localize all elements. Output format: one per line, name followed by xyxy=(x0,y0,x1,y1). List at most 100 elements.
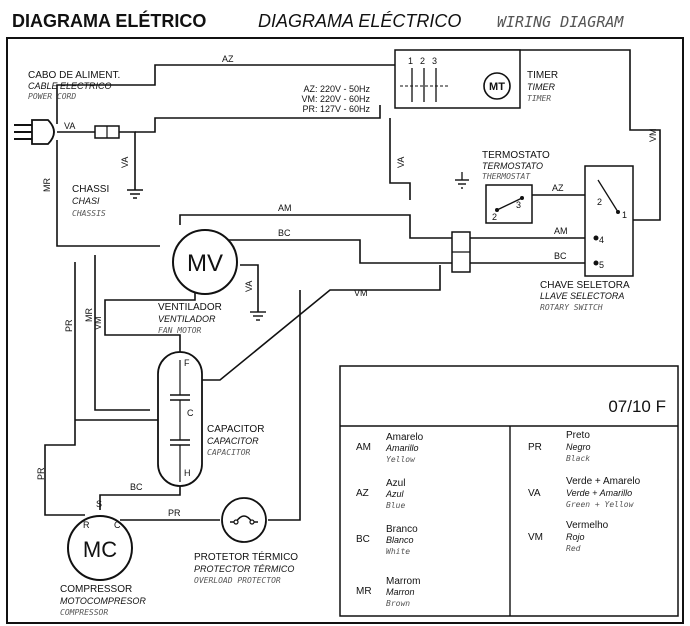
wire-label-mr-plug: MR xyxy=(42,178,52,192)
compressor-icon xyxy=(67,515,133,581)
title-pt: DIAGRAMA ELÉTRICO xyxy=(12,10,206,31)
svg-text:Red: Red xyxy=(566,544,581,553)
protector-label: PROTETOR TÉRMICO xyxy=(194,550,298,563)
svg-text:Blanco: Blanco xyxy=(386,535,414,545)
wire-label-am-selector: AM xyxy=(554,226,568,236)
timer-motor-symbol: MT xyxy=(489,81,505,93)
svg-text:BC: BC xyxy=(356,534,370,545)
timer-contacts xyxy=(400,68,448,102)
timer-motor-icon xyxy=(483,72,511,100)
svg-text:Preto: Preto xyxy=(566,430,590,441)
capacitor-terminal-f: F xyxy=(184,358,190,368)
thermostat-terminal-3: 3 xyxy=(516,200,521,210)
svg-text:VA: VA xyxy=(528,488,541,499)
wire-label-vm-right: VM xyxy=(648,129,658,143)
wire-label-mr-left: MR xyxy=(84,308,94,322)
fan-ground-icon xyxy=(250,311,266,321)
legend-am: AM Amarelo Amarillo Yellow xyxy=(356,432,424,464)
thermostat-label: TERMOSTATO xyxy=(482,150,550,161)
title-es: DIAGRAMA ELÉCTRICO xyxy=(258,11,461,31)
chassis-label: CHASSI xyxy=(72,184,109,195)
title-en: WIRING DIAGRAM xyxy=(497,13,624,31)
timer-label-en: TIMER xyxy=(527,94,551,103)
svg-text:Marron: Marron xyxy=(386,587,415,597)
wire-label-pr-comp-c: PR xyxy=(168,508,181,518)
power-plug xyxy=(14,119,55,145)
wire-labels: AZ VA VA MR VA VM AZ AM AM BC BC VA VM P… xyxy=(36,54,658,518)
compressor-terminal-r: R xyxy=(83,520,90,530)
selector-terminal-4: 4 xyxy=(599,235,604,245)
timer-label: TIMER xyxy=(527,70,558,81)
selector-switch xyxy=(597,179,619,213)
chassis-label-es: CHASI xyxy=(72,196,100,206)
legend-vm: VM Vermelho Rojo Red xyxy=(528,520,609,553)
svg-text:Branco: Branco xyxy=(386,524,418,535)
capacitor-terminal-h: H xyxy=(184,468,191,478)
svg-text:Negro: Negro xyxy=(566,442,591,452)
voltage-note-pr: PR: 127V - 60Hz xyxy=(302,104,370,114)
thermostat-switch xyxy=(496,197,523,211)
svg-text:Marrom: Marrom xyxy=(386,576,420,587)
thermostat-terminal-2: 2 xyxy=(492,212,497,222)
timer-label-es: TIMER xyxy=(527,82,555,92)
selector-box xyxy=(584,165,634,277)
wire-label-va-chassis: VA xyxy=(120,157,130,168)
svg-text:AM: AM xyxy=(356,442,371,453)
voltage-note-az: AZ: 220V - 50Hz xyxy=(303,84,370,94)
wire-label-az-top: AZ xyxy=(222,54,234,64)
svg-text:Amarelo: Amarelo xyxy=(386,432,424,443)
legend-bc: BC Branco Blanco White xyxy=(356,524,418,556)
svg-text:Rojo: Rojo xyxy=(566,532,585,542)
protector-label-en: OVERLOAD PROTECTOR xyxy=(194,576,281,585)
selector-label-es: LLAVE SELECTORA xyxy=(540,291,624,301)
svg-text:Brown: Brown xyxy=(386,599,410,608)
model-code: 07/10 F xyxy=(608,397,666,416)
power-cord-label: CABO DE ALIMENT. xyxy=(28,70,120,81)
wire-label-vm-mid: VM xyxy=(354,288,368,298)
chassis-label-en: CHASSIS xyxy=(72,209,106,218)
svg-text:Green + Yellow: Green + Yellow xyxy=(566,500,635,509)
wire-label-pr-comp: PR xyxy=(36,467,46,480)
legend-mr: MR Marrom Marron Brown xyxy=(356,576,420,608)
wire-label-bc-cap: BC xyxy=(130,482,143,492)
compressor-symbol: MC xyxy=(83,537,117,562)
legend-box xyxy=(339,365,679,617)
wire-label-va-thermo: VA xyxy=(396,157,406,168)
timer-terminal-1: 1 xyxy=(408,56,413,66)
capacitor-label-es: CAPACITOR xyxy=(207,436,259,446)
legend-az: AZ Azul Azul Blue xyxy=(356,478,405,510)
svg-text:Vermelho: Vermelho xyxy=(566,520,609,531)
wire-label-am-fan: AM xyxy=(278,203,292,213)
timer-terminal-2: 2 xyxy=(420,56,425,66)
wire-label-bc-fan: BC xyxy=(278,228,291,238)
svg-text:Blue: Blue xyxy=(386,501,405,510)
capacitor-terminal-c: C xyxy=(187,408,194,418)
svg-text:Azul: Azul xyxy=(385,489,405,499)
fan-motor-symbol: MV xyxy=(187,250,223,277)
wire-label-va-fan: VA xyxy=(244,281,254,292)
svg-text:White: White xyxy=(386,547,410,556)
wire-label-vm-left: VM xyxy=(93,317,103,331)
fan-label-en: FAN MOTOR xyxy=(158,326,202,335)
compressor-label-en: COMPRESSOR xyxy=(60,608,108,617)
svg-text:Verde + Amarillo: Verde + Amarillo xyxy=(566,488,632,498)
svg-text:Azul: Azul xyxy=(386,478,405,489)
wire-label-az-thermo: AZ xyxy=(552,183,564,193)
compressor-terminal-c: C xyxy=(114,520,121,530)
compressor-label: COMPRESSOR xyxy=(60,584,132,595)
compressor-label-es: MOTOCOMPRESOR xyxy=(60,596,146,606)
chassis-ground-icon xyxy=(127,189,143,199)
fan-motor-icon xyxy=(172,229,238,295)
wire-label-pr-left: PR xyxy=(64,319,74,332)
wire-label-va-plug: VA xyxy=(64,121,75,131)
timer-terminal-3: 3 xyxy=(432,56,437,66)
svg-text:Black: Black xyxy=(566,454,590,463)
capacitor-label: CAPACITOR xyxy=(207,424,264,435)
svg-text:Amarillo: Amarillo xyxy=(385,443,419,453)
svg-text:AZ: AZ xyxy=(356,488,369,499)
fan-label: VENTILADOR xyxy=(158,302,222,313)
selector-terminal-5: 5 xyxy=(599,260,604,270)
selector-terminal-1: 1 xyxy=(622,210,627,220)
svg-text:MR: MR xyxy=(356,586,372,597)
